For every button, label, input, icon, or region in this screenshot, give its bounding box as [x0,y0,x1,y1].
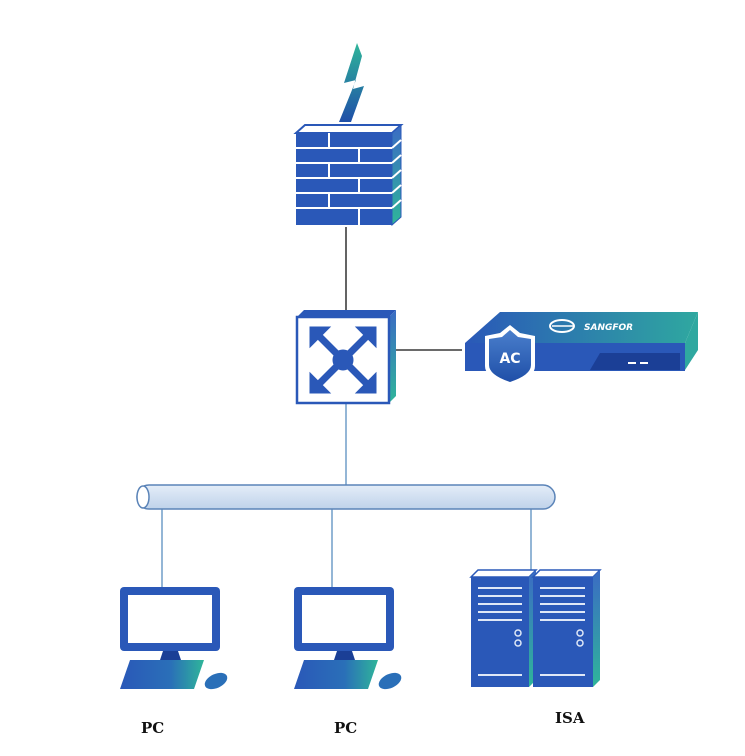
pc-icon[interactable] [294,587,404,692]
firewall-icon[interactable] [293,123,404,227]
sangfor-ac-appliance-icon[interactable]: SANGFOR AC [465,312,698,386]
pc-icon[interactable] [120,587,230,692]
server-rack-right [531,569,602,687]
ethernet-bus [136,484,556,510]
switch-icon[interactable] [295,310,396,405]
isa-server-label: ISA [555,709,585,727]
pc-2-label: PC [334,719,358,737]
lightning-bolt-icon [339,43,364,122]
ac-shield-icon: AC [485,325,535,386]
links [161,227,532,590]
server-icon[interactable] [469,569,602,687]
pc-1-label: PC [141,719,165,737]
ac-badge-text: AC [499,351,520,367]
server-rack-left [469,569,538,687]
sangfor-logo-icon [549,319,575,333]
sangfor-brand-text: SANGFOR [584,323,633,333]
